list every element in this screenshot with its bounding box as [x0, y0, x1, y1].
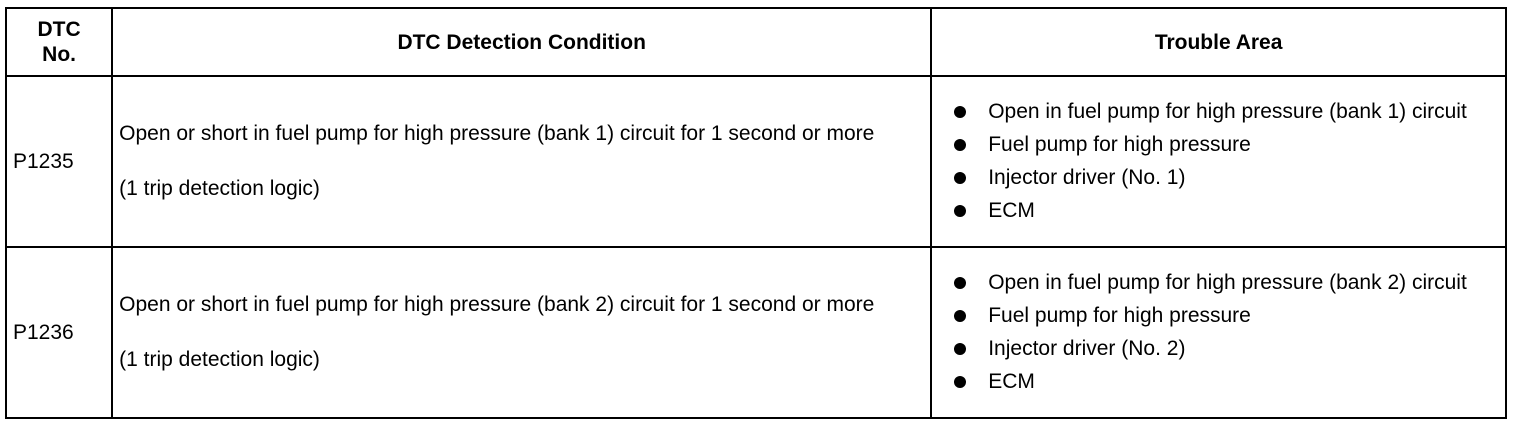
table-row: P1235 Open or short in fuel pump for hig… — [4, 75, 1507, 248]
dtc-table: DTC No. DTC Detection Condition Trouble … — [4, 7, 1507, 419]
list-item: Open in fuel pump for high pressure (ban… — [952, 97, 1497, 127]
trouble-area-list: Open in fuel pump for high pressure (ban… — [952, 268, 1497, 397]
trouble-area-item: Fuel pump for high pressure — [988, 304, 1251, 327]
condition-text: Open or short in fuel pump for high pres… — [119, 293, 875, 316]
trouble-area: Open in fuel pump for high pressure (ban… — [930, 75, 1507, 248]
bullet-icon — [954, 277, 967, 289]
dtc-code: P1235 — [4, 75, 114, 248]
trouble-area-list: Open in fuel pump for high pressure (ban… — [952, 97, 1497, 226]
list-item: Injector driver (No. 2) — [952, 334, 1497, 364]
list-item: Fuel pump for high pressure — [952, 130, 1497, 160]
table-row: P1236 Open or short in fuel pump for hig… — [4, 246, 1507, 419]
header-trouble-area: Trouble Area — [930, 7, 1507, 77]
trip-logic: (1 trip detection logic) — [119, 348, 320, 371]
list-item: Open in fuel pump for high pressure (ban… — [952, 268, 1497, 298]
header-row: DTC No. DTC Detection Condition Trouble … — [4, 7, 1507, 77]
trouble-area-item: ECM — [988, 370, 1035, 393]
trouble-area-item: Fuel pump for high pressure — [988, 133, 1251, 156]
bullet-icon — [954, 343, 967, 355]
condition-text: Open or short in fuel pump for high pres… — [119, 122, 875, 145]
dtc-code: P1236 — [4, 246, 114, 419]
bullet-icon — [954, 139, 967, 151]
trip-logic: (1 trip detection logic) — [119, 177, 320, 200]
header-dtc-no: DTC No. — [4, 7, 114, 77]
bullet-icon — [954, 376, 967, 388]
trouble-area: Open in fuel pump for high pressure (ban… — [930, 246, 1507, 419]
bullet-icon — [954, 106, 967, 118]
bullet-icon — [954, 310, 967, 322]
bullet-icon — [954, 205, 967, 217]
trouble-area-item: Open in fuel pump for high pressure (ban… — [988, 100, 1467, 123]
list-item: ECM — [952, 367, 1497, 397]
list-item: ECM — [952, 196, 1497, 226]
bullet-icon — [954, 172, 967, 184]
trouble-area-item: ECM — [988, 199, 1035, 222]
trouble-area-item: Injector driver (No. 1) — [988, 166, 1186, 189]
trouble-area-item: Injector driver (No. 2) — [988, 337, 1186, 360]
list-item: Injector driver (No. 1) — [952, 163, 1497, 193]
trouble-area-item: Open in fuel pump for high pressure (ban… — [988, 271, 1467, 294]
detection-condition: Open or short in fuel pump for high pres… — [111, 246, 933, 419]
detection-condition: Open or short in fuel pump for high pres… — [111, 75, 933, 248]
header-detection-condition: DTC Detection Condition — [111, 7, 933, 77]
list-item: Fuel pump for high pressure — [952, 301, 1497, 331]
